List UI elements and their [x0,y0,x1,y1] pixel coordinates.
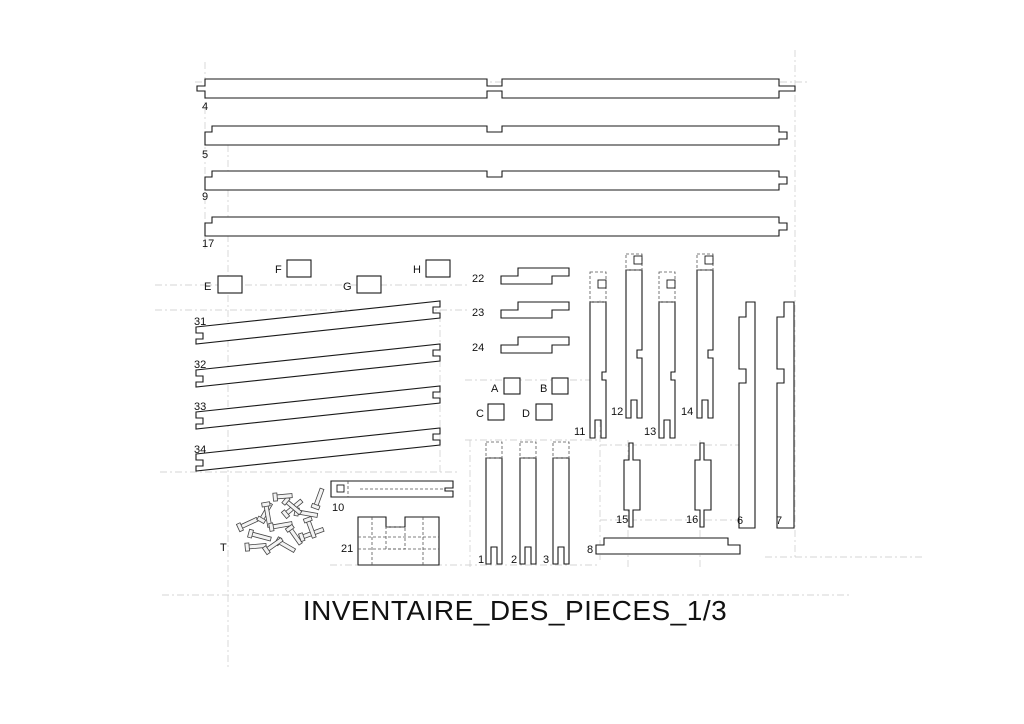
label-33: 33 [194,401,206,413]
label-h: H [413,264,421,276]
part-labels: 4 5 9 17 E F G H 31 32 33 34 22 23 24 A … [194,101,782,566]
square-c [487,403,505,421]
post-16 [694,442,712,528]
rail-17 [204,216,788,237]
square-b [551,377,569,395]
rail-5 [204,125,788,146]
label-b: B [540,383,547,395]
post-7 [776,301,795,529]
square-d [535,403,553,421]
rail-9 [204,170,788,191]
label-7: 7 [776,515,782,527]
label-4: 4 [202,101,208,113]
label-g: G [343,281,352,293]
rail-4 [196,78,796,99]
label-12: 12 [611,406,623,418]
label-6: 6 [737,515,743,527]
label-13: 13 [644,426,656,438]
plank-8 [595,537,741,555]
label-5: 5 [202,149,208,161]
slat-31 [195,300,441,345]
label-11: 11 [574,426,585,438]
label-34: 34 [194,444,206,456]
piece-10 [330,480,454,498]
piece-24 [500,336,570,354]
piece-23 [500,301,570,319]
upright-12 [625,253,643,419]
upright-11 [589,271,607,439]
label-10: 10 [332,502,344,514]
upright-13 [658,271,676,439]
label-21: 21 [341,543,353,555]
square-a [503,377,521,395]
label-15: 15 [616,514,628,526]
label-17: 17 [202,238,214,250]
label-d: D [522,408,530,420]
post-2 [519,441,537,565]
post-6 [738,301,756,529]
drawing-title: INVENTAIRE_DES_PIECES_1/3 [303,595,727,626]
piece-21 [357,516,440,566]
label-31: 31 [194,316,206,328]
label-c: C [476,408,484,420]
label-24: 24 [472,342,484,354]
slat-33 [195,385,441,430]
label-f: F [275,264,282,276]
slat-34 [195,427,441,472]
post-3 [552,441,570,565]
label-e: E [204,281,211,293]
label-1: 1 [478,554,484,566]
label-3: 3 [543,554,549,566]
label-2: 2 [511,554,517,566]
block-e [217,275,243,294]
label-9: 9 [202,191,208,203]
slat-32 [195,343,441,388]
block-g [356,275,382,294]
label-23: 23 [472,307,484,319]
label-t: T [220,542,227,554]
label-14: 14 [681,406,693,418]
label-22: 22 [472,273,484,285]
block-f [286,259,312,278]
upright-14 [696,253,714,419]
block-h [425,259,451,278]
post-1 [485,441,503,565]
label-8: 8 [587,544,593,556]
piece-22 [500,267,570,285]
label-32: 32 [194,359,206,371]
post-15 [623,442,641,528]
label-16: 16 [686,514,698,526]
label-a: A [491,383,499,395]
peg-pile [235,487,325,556]
